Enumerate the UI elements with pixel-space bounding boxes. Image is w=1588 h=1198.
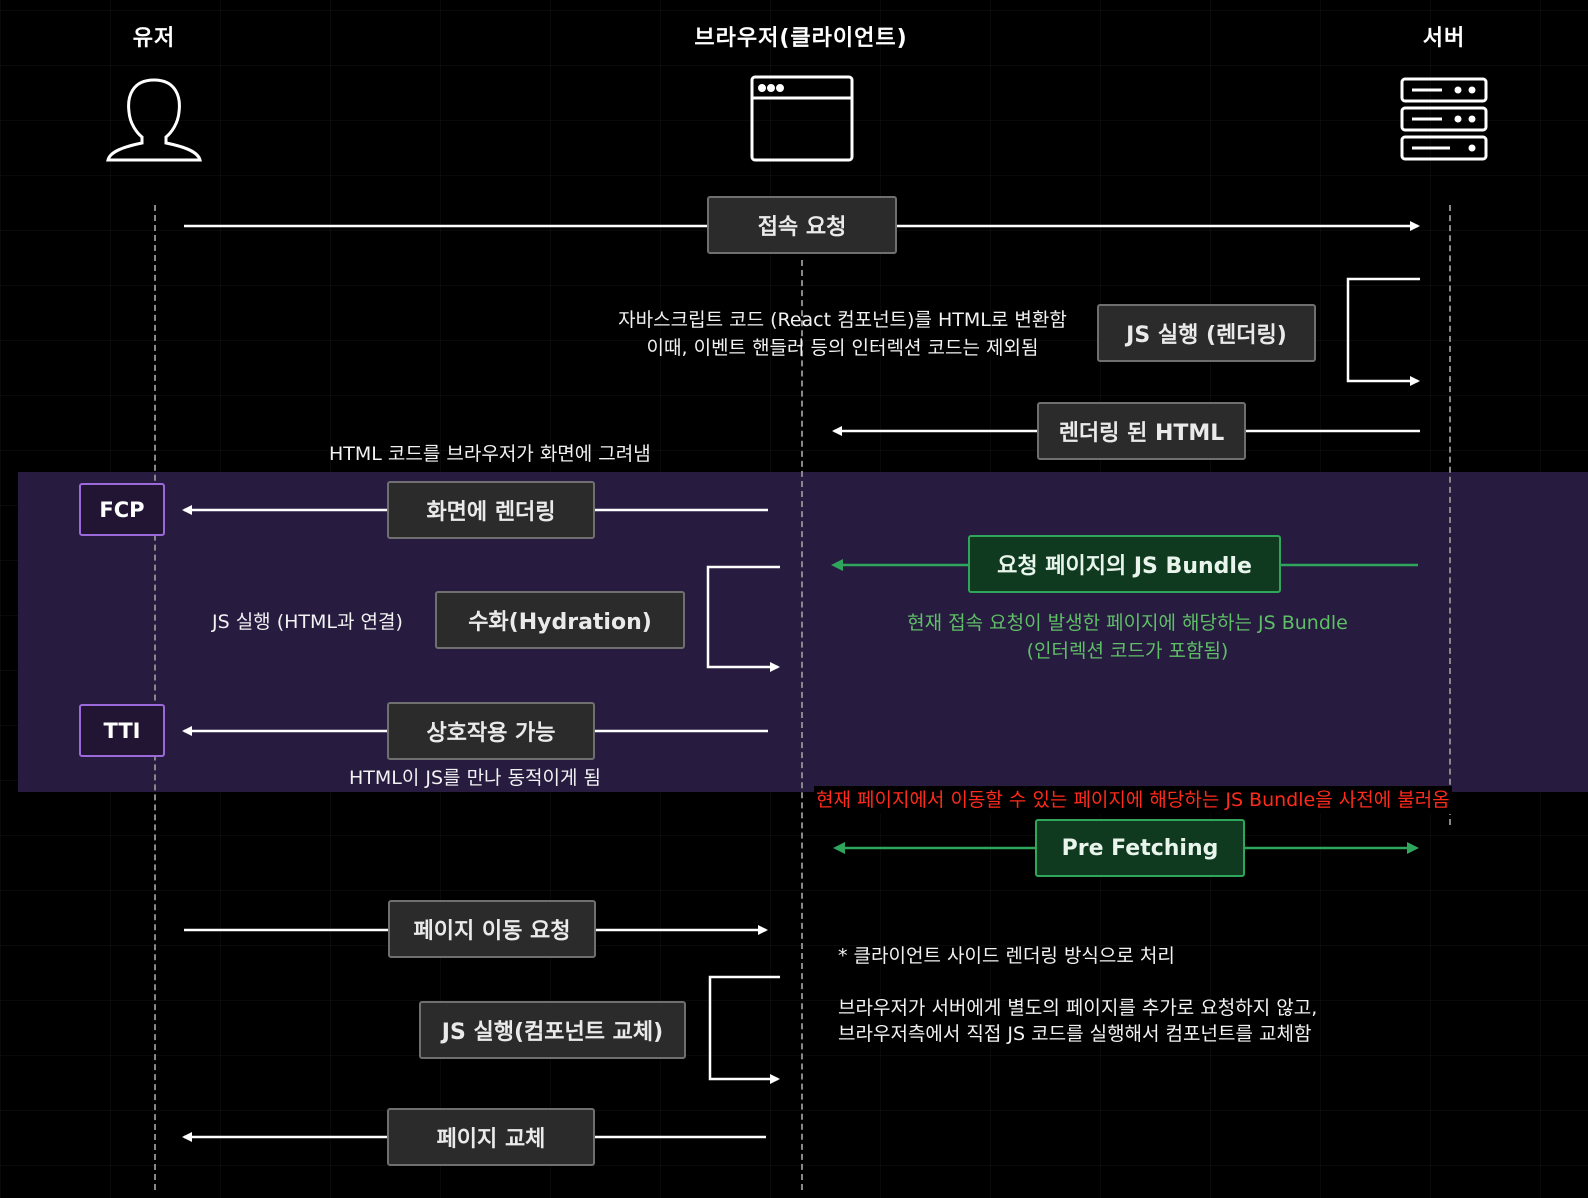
server-lifeline [1449,205,1451,825]
page-js-bundle-box: 요청 페이지의 JS Bundle [968,535,1281,593]
bundle-desc-note-2: (인터렉션 코드가 포함됨) [1026,640,1229,662]
bundle-desc-note-1: 현재 접속 요청이 발생한 페이지에 해당하는 JS Bundle [907,612,1348,634]
rendered-html-box: 렌더링 된 HTML [1037,402,1246,460]
hydration-phase-band [18,472,1588,792]
page-move-request-box: 페이지 이동 요청 [388,900,596,958]
fcp-tag: FCP [79,483,165,536]
actor-user-label: 유저 [132,26,176,51]
tti-tag: TTI [79,704,165,757]
js-exec-render-box: JS 실행 (렌더링) [1097,304,1316,362]
hydration-box: 수화(Hydration) [435,591,685,649]
browser-lifeline [801,260,803,1190]
user-silhouette-icon [106,78,202,162]
user-lifeline [154,205,156,1190]
js-exec-html-note: JS 실행 (HTML과 연결) [212,611,403,633]
js-exec-component-box: JS 실행(컴포넌트 교체) [419,1001,686,1059]
prefetching-box: Pre Fetching [1035,819,1245,877]
connect-request-box: 접속 요청 [707,196,897,254]
js-to-html-note-1: 자바스크립트 코드 (React 컴포넌트)를 HTML로 변환함 [618,309,1067,331]
interactive-box: 상호작용 가능 [387,702,595,760]
csr-note-3: 브라우저측에서 직접 JS 코드를 실행해서 컴포넌트를 교체함 [838,1023,1312,1045]
browser-window-icon [750,75,854,162]
actor-browser-label: 브라우저(클라이언트) [694,26,908,51]
csr-note-2: 브라우저가 서버에게 별도의 페이지를 추가로 요청하지 않고, [838,997,1318,1019]
js-to-html-note-2: 이때, 이벤트 핸들러 등의 인터렉션 코드는 제외됨 [646,337,1039,359]
page-replace-box: 페이지 교체 [387,1108,595,1166]
csr-note-1: * 클라이언트 사이드 렌더링 방식으로 처리 [838,945,1175,967]
html-meets-js-note: HTML이 JS를 만나 동적이게 됨 [349,767,602,789]
actor-server-label: 서버 [1422,26,1466,51]
server-rack-icon [1400,77,1488,161]
browser-draws-note: HTML 코드를 브라우저가 화면에 그려냄 [329,443,651,465]
prefetch-desc-note: 현재 페이지에서 이동할 수 있는 페이지에 해당하는 JS Bundle을 사… [814,786,1452,814]
screen-render-box: 화면에 렌더링 [387,481,595,539]
